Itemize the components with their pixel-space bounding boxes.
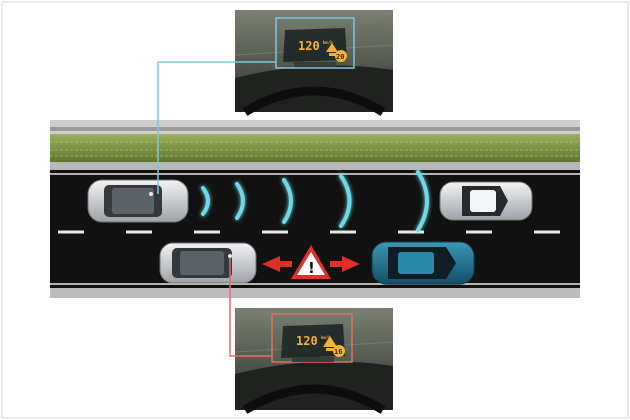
proximity-warning: !	[262, 245, 360, 279]
grass-median	[50, 134, 580, 162]
vehicle-distance-warning-icon	[326, 43, 338, 56]
top-hud-distance: 20	[336, 53, 344, 61]
connector-top	[157, 61, 276, 194]
connector-bottom	[229, 258, 272, 357]
top-dashboard-view: 120 km/h 20	[234, 10, 394, 116]
bottom-hud-distance: 16	[334, 348, 342, 356]
radar-waves	[201, 170, 429, 232]
radar-wave-3	[282, 178, 293, 224]
bottom-hud-speed: 120	[296, 334, 318, 348]
top-hud-unit: km/h	[323, 40, 333, 45]
ego-car-top	[87, 179, 189, 223]
radar-wave-5	[416, 170, 429, 232]
top-hud-highlight	[275, 17, 355, 69]
car-top-right	[439, 181, 533, 221]
top-hud-speed: 120	[298, 39, 320, 53]
lead-car-blue	[371, 241, 475, 285]
collision-warning-icon	[323, 336, 337, 351]
bottom-distance-badge	[333, 345, 345, 357]
warning-arrow-right	[330, 256, 360, 272]
bottom-hud-unit: km/h	[321, 335, 331, 340]
bottom-dashboard-view: 120 km/h 16	[234, 308, 394, 414]
ego-car-bottom	[159, 242, 257, 284]
top-distance-badge	[335, 50, 347, 62]
radar-wave-4	[339, 174, 352, 228]
warning-arrow-left	[262, 256, 292, 272]
hazard-triangle-icon: !	[291, 245, 331, 279]
radar-wave-1	[201, 186, 210, 216]
radar-wave-2	[235, 182, 245, 220]
hazard-symbol: !	[308, 259, 315, 277]
